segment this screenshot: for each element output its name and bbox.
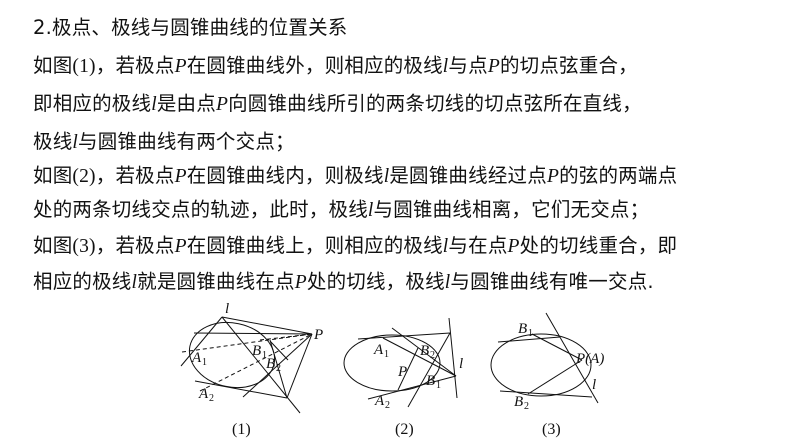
text: 就是圆锥曲线在点	[137, 270, 295, 293]
math-var: l	[131, 272, 138, 293]
label-B2: B	[266, 356, 275, 372]
label-P: P	[397, 364, 407, 380]
text: 的切点弦重合，	[499, 54, 638, 77]
label-l: l	[459, 356, 463, 372]
math-var: l	[151, 94, 157, 115]
math-var: l	[72, 132, 79, 153]
text: 即相应的极线	[33, 92, 152, 115]
label-A1-sub: 1	[384, 349, 389, 360]
figure-2-pole-inside: A 1 A 2 B 2 B 1 P l (2)	[340, 300, 470, 438]
text: 是由点	[156, 92, 216, 115]
math-var: P	[546, 166, 560, 187]
text: 在圆锥曲线外，则相应的极线	[186, 54, 443, 77]
paragraph-1-line-3: 极线l与圆锥曲线有两个交点；	[33, 128, 295, 157]
label-l: l	[592, 377, 596, 393]
label-A1: A	[191, 350, 202, 366]
math-var: l	[442, 236, 449, 257]
text: 向圆锥曲线所引的两条切线的切点弦所在直线，	[228, 92, 642, 115]
figure-ref: (3)	[72, 236, 96, 257]
text: 与圆锥曲线有唯一交点.	[450, 270, 654, 293]
math-var: P	[215, 94, 229, 115]
text: 与圆锥曲线有两个交点；	[78, 130, 295, 153]
label-A1: A	[373, 342, 384, 358]
text: ，若极点	[95, 164, 175, 187]
figure-2-diagram: A 1 A 2 B 2 B 1 P l	[343, 317, 463, 411]
math-var: P	[174, 236, 187, 257]
math-var: P	[487, 56, 500, 77]
label-P-A: P(A)	[575, 351, 604, 367]
text: 与圆锥曲线相离，它们无交点；	[373, 198, 650, 221]
label-B1-sub: 1	[262, 350, 267, 361]
paragraph-1-line-2: 即相应的极线l是由点P向圆锥曲线所引的两条切线的切点弦所在直线，	[33, 90, 642, 119]
text: 如图	[33, 54, 73, 77]
label-B2-sub: 2	[430, 350, 435, 361]
label-B2-sub: 2	[276, 363, 281, 374]
label-A2: A	[374, 393, 385, 409]
text: 如图	[33, 164, 73, 187]
label-A1-sub: 1	[202, 357, 207, 368]
figure-1-pole-outside: l P A 1 A 2 B 1 B 2 (1)	[170, 295, 340, 438]
math-var: P	[174, 166, 187, 187]
figure-3-caption: (3)	[542, 421, 561, 438]
label-A2-sub: 2	[209, 393, 214, 404]
figure-ref: (1)	[72, 56, 96, 77]
label-B2: B	[514, 394, 523, 410]
text: 在圆锥曲线上，则相应的极线	[186, 234, 443, 257]
math-var: l	[383, 166, 390, 187]
text: 处的切线重合，即	[519, 234, 678, 257]
label-l: l	[225, 301, 229, 317]
text: 在圆锥曲线内，则极线	[186, 164, 384, 187]
math-var: l	[444, 272, 451, 293]
ellipse-shape	[343, 334, 441, 392]
label-A2: A	[198, 386, 209, 402]
text: 的弦的两端点	[559, 164, 678, 187]
text: 与在点	[448, 234, 508, 257]
text: 处的切线，极线	[306, 270, 445, 293]
paragraph-2-line-1: 如图(2)，若极点P在圆锥曲线内，则极线l是圆锥曲线经过点P的弦的两端点	[33, 162, 677, 191]
figure-1-diagram: l P A 1 A 2 B 1 B 2	[180, 301, 323, 414]
text: ，若极点	[95, 234, 175, 257]
ellipse-shape	[490, 333, 592, 397]
paragraph-1-line-1: 如图(1)，若极点P在圆锥曲线外，则相应的极线l与点P的切点弦重合，	[33, 52, 638, 81]
label-B1: B	[426, 373, 435, 389]
label-A2-sub: 2	[385, 400, 390, 411]
figure-ref: (2)	[72, 166, 96, 187]
text: 是圆锥曲线经过点	[389, 164, 547, 187]
label-B2-sub: 2	[524, 401, 529, 412]
text: 极线	[33, 130, 73, 153]
paragraph-3-line-2: 相应的极线l就是圆锥曲线在点P处的切线，极线l与圆锥曲线有唯一交点.	[33, 268, 654, 297]
label-B1: B	[252, 343, 261, 359]
text: 如图	[33, 234, 73, 257]
text: 处的两条切线交点的轨迹，此时，极线	[33, 198, 368, 221]
math-var: P	[294, 272, 307, 293]
text: ，若极点	[95, 54, 175, 77]
paragraph-3-line-1: 如图(3)，若极点P在圆锥曲线上，则相应的极线l与在点P处的切线重合，即	[33, 232, 677, 261]
figure-3-pole-on-curve: B 1 B 2 P(A) l (3)	[480, 305, 620, 438]
figure-3-diagram: B 1 B 2 P(A) l	[490, 312, 604, 412]
section-heading: 2.极点、极线与圆锥曲线的位置关系	[33, 16, 348, 39]
text: 与点	[448, 54, 488, 77]
label-B2: B	[420, 343, 429, 359]
text: 相应的极线	[33, 270, 132, 293]
paragraph-2-line-2: 处的两条切线交点的轨迹，此时，极线l与圆锥曲线相离，它们无交点；	[33, 196, 649, 225]
figure-1-caption: (1)	[232, 421, 251, 438]
label-P: P	[313, 327, 323, 343]
math-var: l	[442, 56, 449, 77]
label-B1: B	[518, 321, 527, 337]
math-var: P	[174, 56, 187, 77]
math-var: P	[507, 236, 520, 257]
math-var: l	[367, 200, 374, 221]
label-B1-sub: 1	[528, 328, 533, 339]
figure-2-caption: (2)	[395, 421, 414, 438]
label-B1-sub: 1	[436, 380, 441, 391]
